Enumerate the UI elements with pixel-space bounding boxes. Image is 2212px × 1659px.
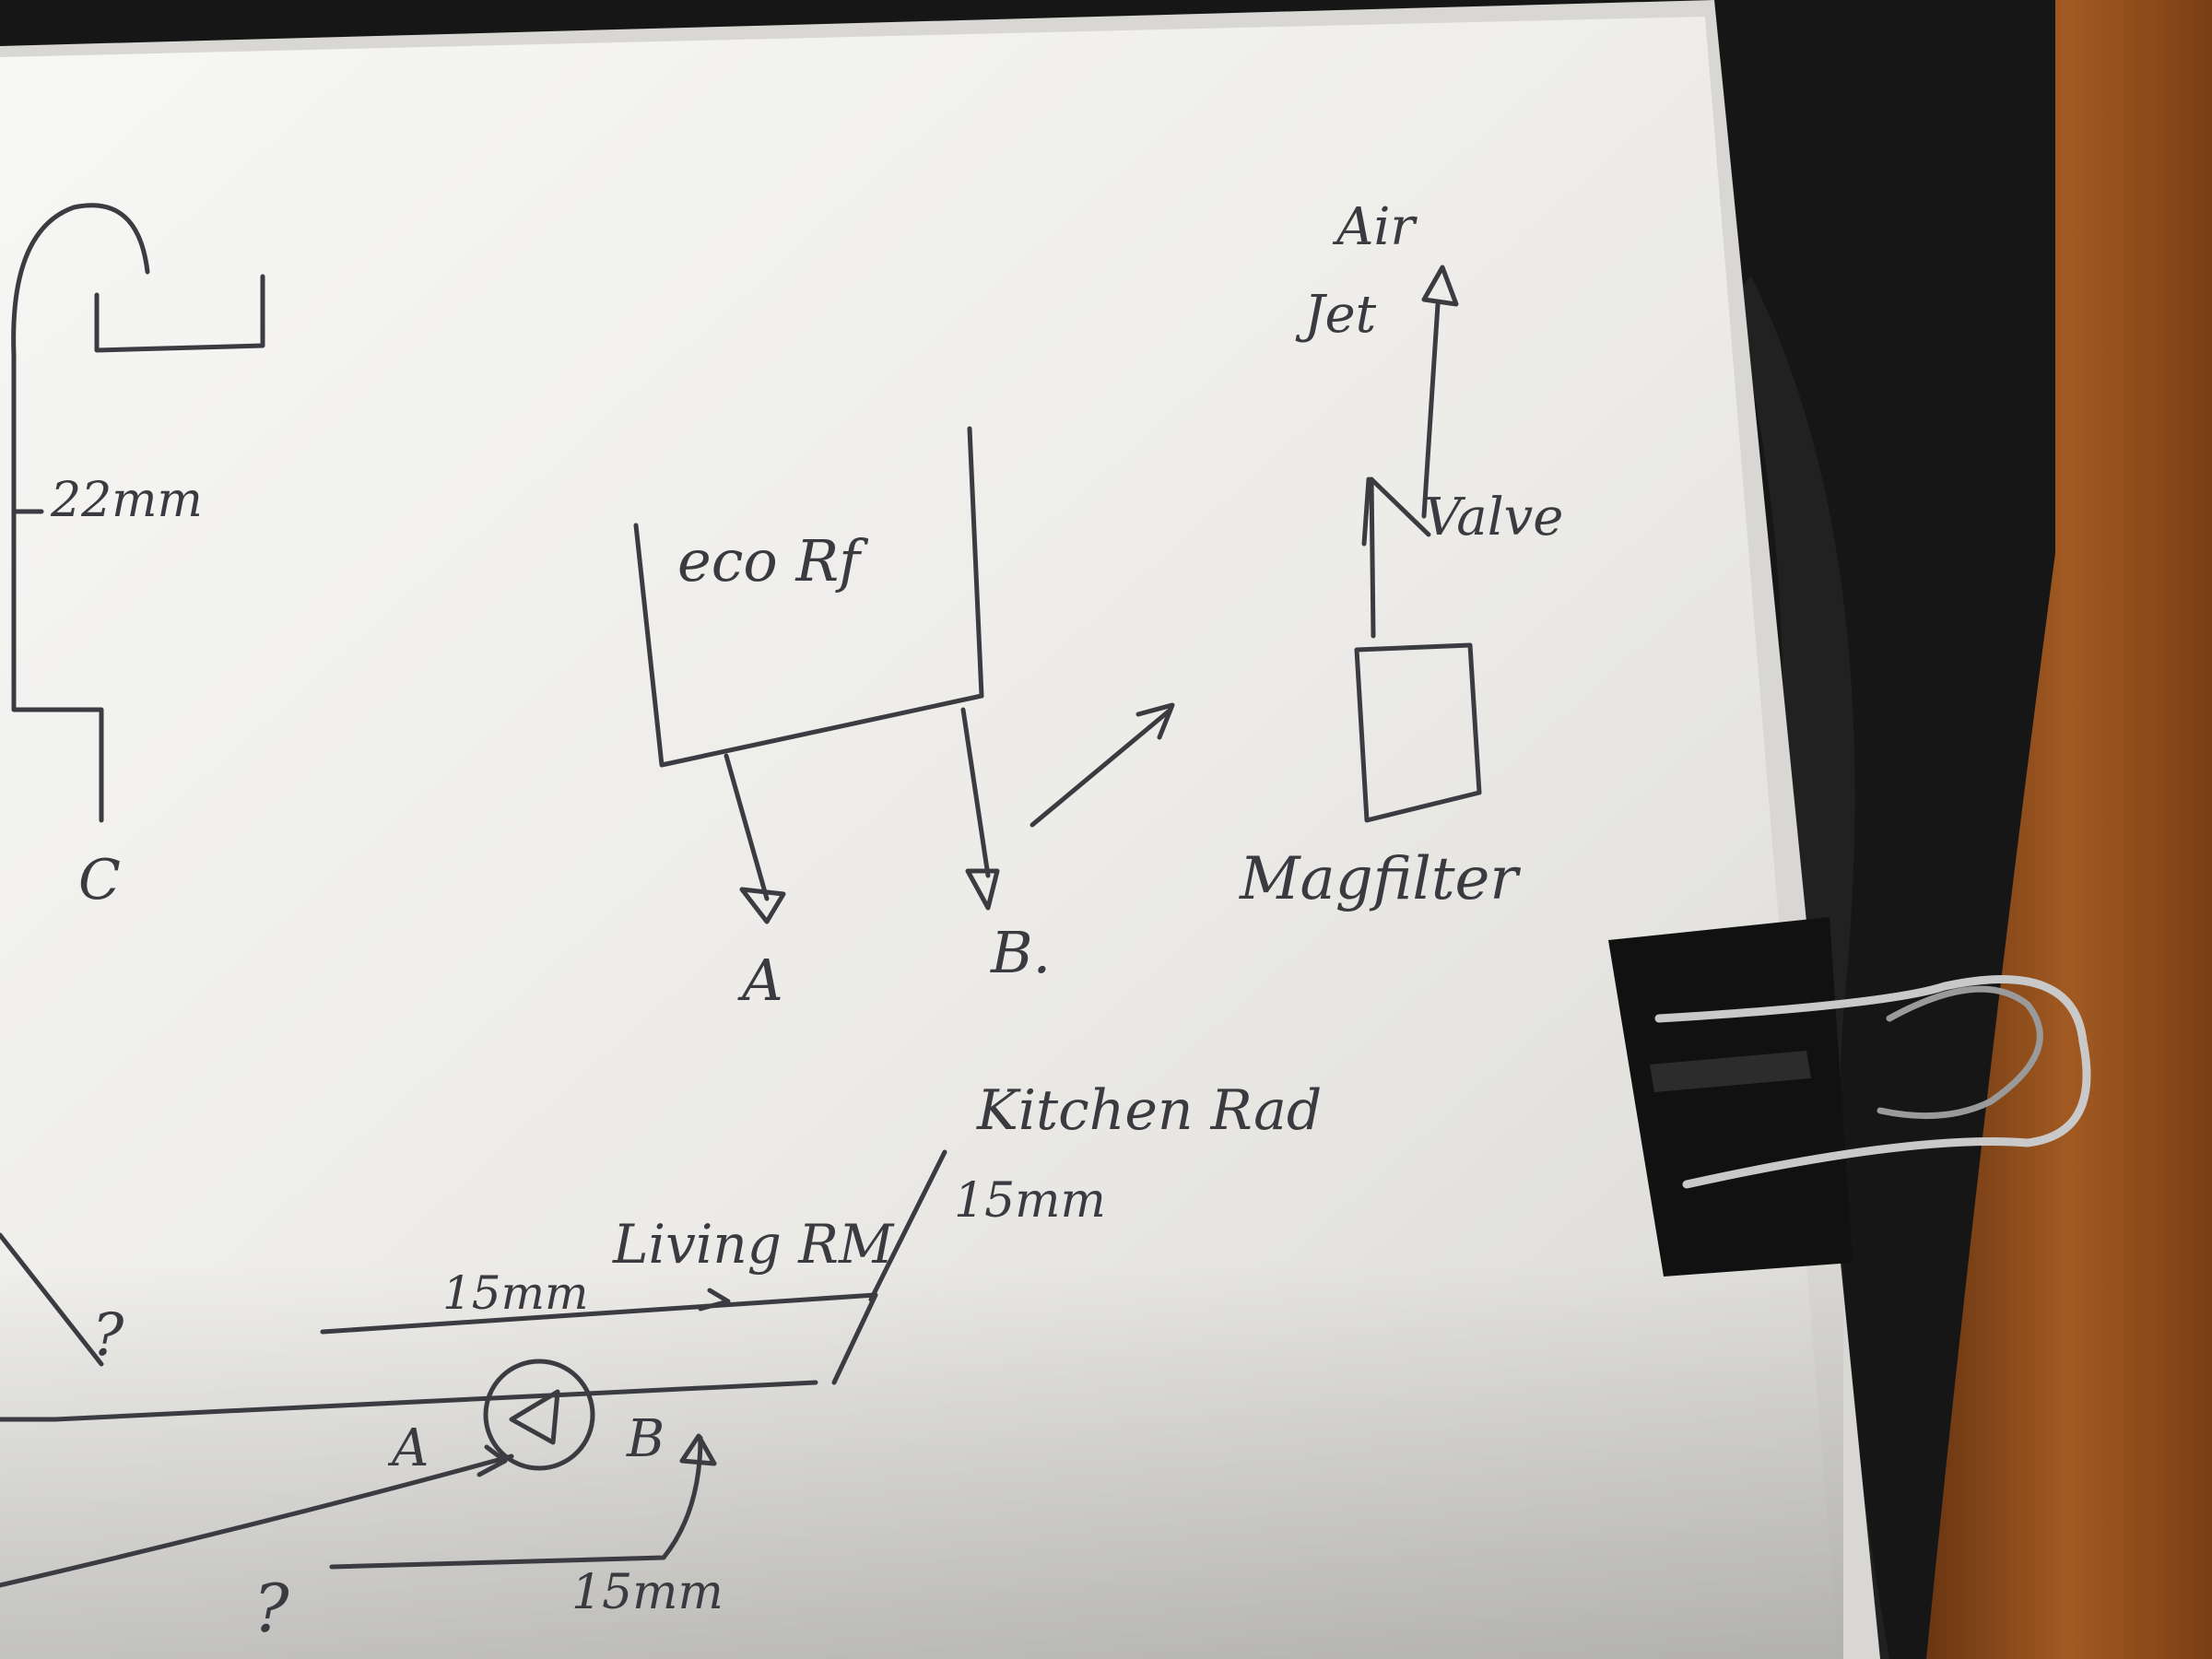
question-bottom-label: ? — [253, 1570, 289, 1647]
air-vent-label-top: Air — [1332, 197, 1418, 257]
bottom-pipe-label: 15mm — [571, 1565, 724, 1620]
air-vent-label-bottom: Jet — [1295, 285, 1377, 345]
pump-circle — [483, 1359, 595, 1471]
binder-clip-wire-inner — [1877, 985, 2043, 1120]
pump-line-main — [53, 1380, 818, 1422]
left-main-pipe — [11, 352, 104, 823]
living-room-label: Living RM — [612, 1213, 895, 1276]
magfilter-label: Magfilter — [1239, 845, 1521, 913]
magfilter-box — [1354, 642, 1482, 823]
filter-to-valve-pipe — [1369, 477, 1376, 639]
wooden-desk-edge — [1926, 0, 2212, 1659]
boiler-a-pipe — [724, 753, 786, 924]
flow-upper-arrow — [698, 1288, 731, 1312]
question-left-label: ? — [92, 1301, 124, 1370]
pump-in-arrow — [477, 1444, 508, 1477]
binder-clip-highlight — [1650, 1051, 1811, 1092]
ink-sketch — [0, 203, 1482, 1588]
binder-clip-wire — [1654, 975, 2091, 1189]
kitchen-rad-leader — [868, 1149, 947, 1302]
pump-arrow — [509, 1389, 560, 1445]
left-tank-line — [11, 203, 265, 358]
flow-arrow — [1030, 702, 1175, 828]
pipe-to-pump — [0, 1453, 514, 1588]
pipe-22mm-label: 22mm — [50, 473, 203, 528]
upper-pipe-label: 15mm — [442, 1266, 588, 1320]
lower-shadow — [0, 1263, 1843, 1659]
air-vent-pipe — [1421, 265, 1459, 519]
pump-a-label: A — [387, 1418, 429, 1478]
pump-b-label: B — [626, 1409, 665, 1469]
valve-label: Valve — [1424, 488, 1563, 547]
boiler-b-pipe — [960, 707, 1000, 911]
pipe-bottom-return — [329, 1433, 717, 1570]
paper-sheet — [0, 17, 1839, 1659]
kitchen-rad-label: Kitchen Rad — [976, 1078, 1322, 1143]
label-c: C — [78, 848, 121, 912]
kitchen-pipe-label: 15mm — [954, 1173, 1106, 1229]
outlet-a-label: A — [737, 947, 783, 1014]
boiler-box — [633, 426, 984, 768]
boiler-label: eco Rf — [677, 527, 869, 594]
valve-pipe — [1361, 477, 1431, 547]
outlet-b-label: B. — [990, 919, 1051, 986]
pipe-left-diagonal — [0, 1232, 104, 1367]
binder-clip — [1608, 917, 2091, 1277]
